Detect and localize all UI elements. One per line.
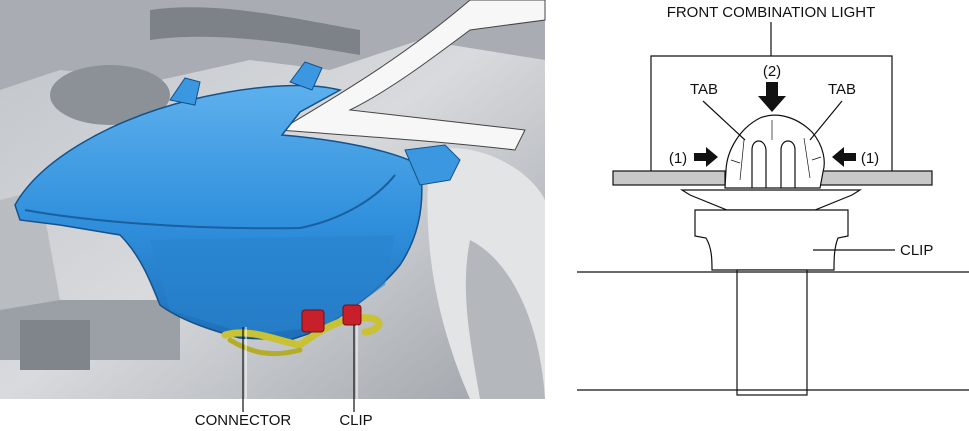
headlight-rear-housing xyxy=(150,235,395,335)
wiring-harness-lower xyxy=(227,337,303,357)
clip-flange xyxy=(679,189,863,211)
tab-left-label: TAB xyxy=(690,81,718,98)
panel-left xyxy=(612,170,726,186)
arrow-right-icon xyxy=(694,147,718,167)
clip-schematic-label: CLIP xyxy=(900,242,933,259)
air-intake-hose xyxy=(150,7,360,56)
tab-right-slot xyxy=(780,140,796,188)
clip-label: CLIP xyxy=(339,412,372,429)
connector-label: CONNECTOR xyxy=(195,412,292,429)
panel-right xyxy=(819,170,933,186)
front-combination-light-label: FRONT COMBINATION LIGHT xyxy=(667,4,876,21)
arrow-left-icon xyxy=(832,147,856,167)
headlight-top-bracket xyxy=(169,61,323,106)
clip-dome xyxy=(724,114,825,189)
wiring-harness xyxy=(221,314,383,349)
dome-rib-1 xyxy=(739,139,745,181)
dome-rib-4 xyxy=(730,159,741,164)
harness-clip xyxy=(342,304,362,326)
connector xyxy=(301,309,325,333)
step-1-left-label: (1) xyxy=(669,150,687,167)
tab-right-leader xyxy=(809,100,843,141)
tab-left-slot xyxy=(751,140,767,188)
lower-bracket xyxy=(20,320,90,370)
dome-rib-5 xyxy=(811,156,822,161)
dome-rib-3 xyxy=(803,137,811,179)
arrow-down-icon xyxy=(758,82,786,112)
clip-shank xyxy=(736,269,808,396)
hood-sheet xyxy=(278,0,546,151)
engine-bay-illustration xyxy=(0,0,546,412)
tab-left-leader xyxy=(702,100,746,141)
headlight-lens-edge xyxy=(24,174,396,230)
engine-components xyxy=(0,0,545,90)
headlight-mounting-tab xyxy=(404,144,461,186)
clip-upper-body xyxy=(694,209,849,271)
clip-schematic xyxy=(577,22,969,396)
tab-right-label: TAB xyxy=(828,81,856,98)
wheel-well xyxy=(465,240,545,399)
step-1-right-label: (1) xyxy=(861,150,879,167)
engine-cover xyxy=(50,65,170,125)
step-2-label: (2) xyxy=(763,63,781,80)
